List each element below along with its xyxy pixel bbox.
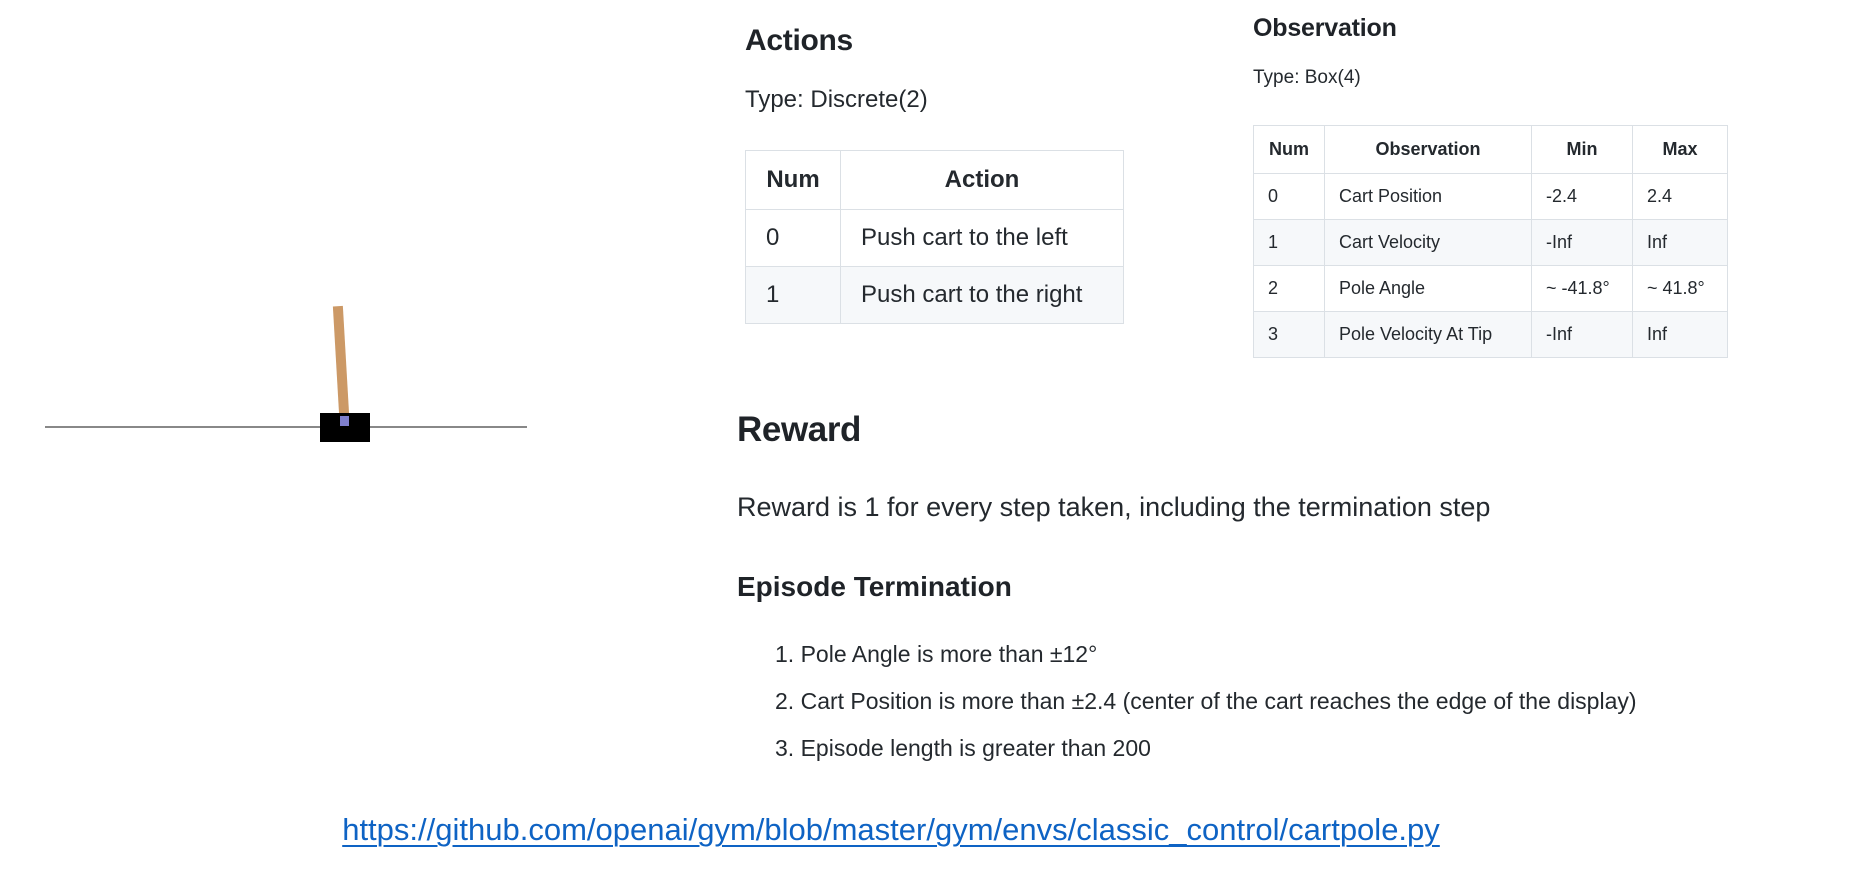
reward-title: Reward (737, 410, 862, 449)
actions-header-num: Num (745, 150, 841, 210)
actions-cell-num-1: 1 (745, 266, 841, 324)
obs-cell: Cart Velocity (1324, 219, 1532, 266)
observation-section: Observation Type: Box(4) Num Observation… (1253, 14, 1773, 358)
reward-section: Reward Reward is 1 for every step taken,… (737, 410, 1847, 780)
cartpole-track-line (45, 426, 527, 428)
table-row: 1 Push cart to the right (745, 266, 1124, 324)
obs-header-observation: Observation (1324, 125, 1532, 174)
list-item: Pole Angle is more than ±12° (800, 641, 1098, 667)
actions-cell-num-0: 0 (745, 209, 841, 267)
reward-description: Reward is 1 for every step taken, includ… (737, 492, 1491, 522)
obs-cell: ~ 41.8° (1632, 265, 1728, 312)
episode-termination-list: Pole Angle is more than ±12° Cart Positi… (737, 639, 1847, 763)
obs-cell: ~ -41.8° (1531, 265, 1633, 312)
actions-type-label: Type: Discrete(2) (745, 86, 928, 113)
obs-cell: Inf (1632, 219, 1728, 266)
obs-header-max: Max (1632, 125, 1728, 174)
observation-title: Observation (1253, 14, 1397, 42)
obs-cell: 3 (1253, 311, 1325, 358)
table-row: 2 Pole Angle ~ -41.8° ~ 41.8° (1253, 265, 1728, 312)
episode-termination-title: Episode Termination (737, 571, 1012, 602)
actions-header-action: Action (840, 150, 1124, 210)
obs-header-min: Min (1531, 125, 1633, 174)
obs-cell: Inf (1632, 311, 1728, 358)
cartpole-axle (340, 416, 349, 426)
obs-cell: 2 (1253, 265, 1325, 312)
obs-cell: Pole Velocity At Tip (1324, 311, 1532, 358)
actions-table-header-row: Num Action (745, 150, 1124, 210)
table-row: 0 Push cart to the left (745, 209, 1124, 267)
obs-cell: Pole Angle (1324, 265, 1532, 312)
actions-cell-action-1: Push cart to the right (840, 266, 1124, 324)
list-item: Cart Position is more than ±2.4 (center … (800, 688, 1637, 714)
table-row: 1 Cart Velocity -Inf Inf (1253, 219, 1728, 266)
obs-cell: Cart Position (1324, 173, 1532, 220)
list-item: Episode length is greater than 200 (800, 735, 1151, 761)
actions-table: Num Action 0 Push cart to the left 1 Pus… (745, 150, 1124, 324)
obs-header-num: Num (1253, 125, 1325, 174)
table-row: 0 Cart Position -2.4 2.4 (1253, 173, 1728, 220)
obs-cell: 0 (1253, 173, 1325, 220)
observation-table-header-row: Num Observation Min Max (1253, 125, 1728, 174)
actions-section: Actions Type: Discrete(2) Num Action 0 P… (745, 24, 1165, 324)
cartpole-pole (332, 305, 350, 431)
actions-cell-action-0: Push cart to the left (840, 209, 1124, 267)
observation-type-label: Type: Box(4) (1253, 67, 1361, 88)
observation-table: Num Observation Min Max 0 Cart Position … (1253, 125, 1728, 358)
source-link-row: https://github.com/openai/gym/blob/maste… (0, 812, 1782, 848)
obs-cell: 1 (1253, 219, 1325, 266)
obs-cell: 2.4 (1632, 173, 1728, 220)
actions-title: Actions (745, 24, 853, 57)
table-row: 3 Pole Velocity At Tip -Inf Inf (1253, 311, 1728, 358)
obs-cell: -Inf (1531, 219, 1633, 266)
obs-cell: -Inf (1531, 311, 1633, 358)
obs-cell: -2.4 (1531, 173, 1633, 220)
github-cartpole-link[interactable]: https://github.com/openai/gym/blob/maste… (342, 812, 1440, 847)
